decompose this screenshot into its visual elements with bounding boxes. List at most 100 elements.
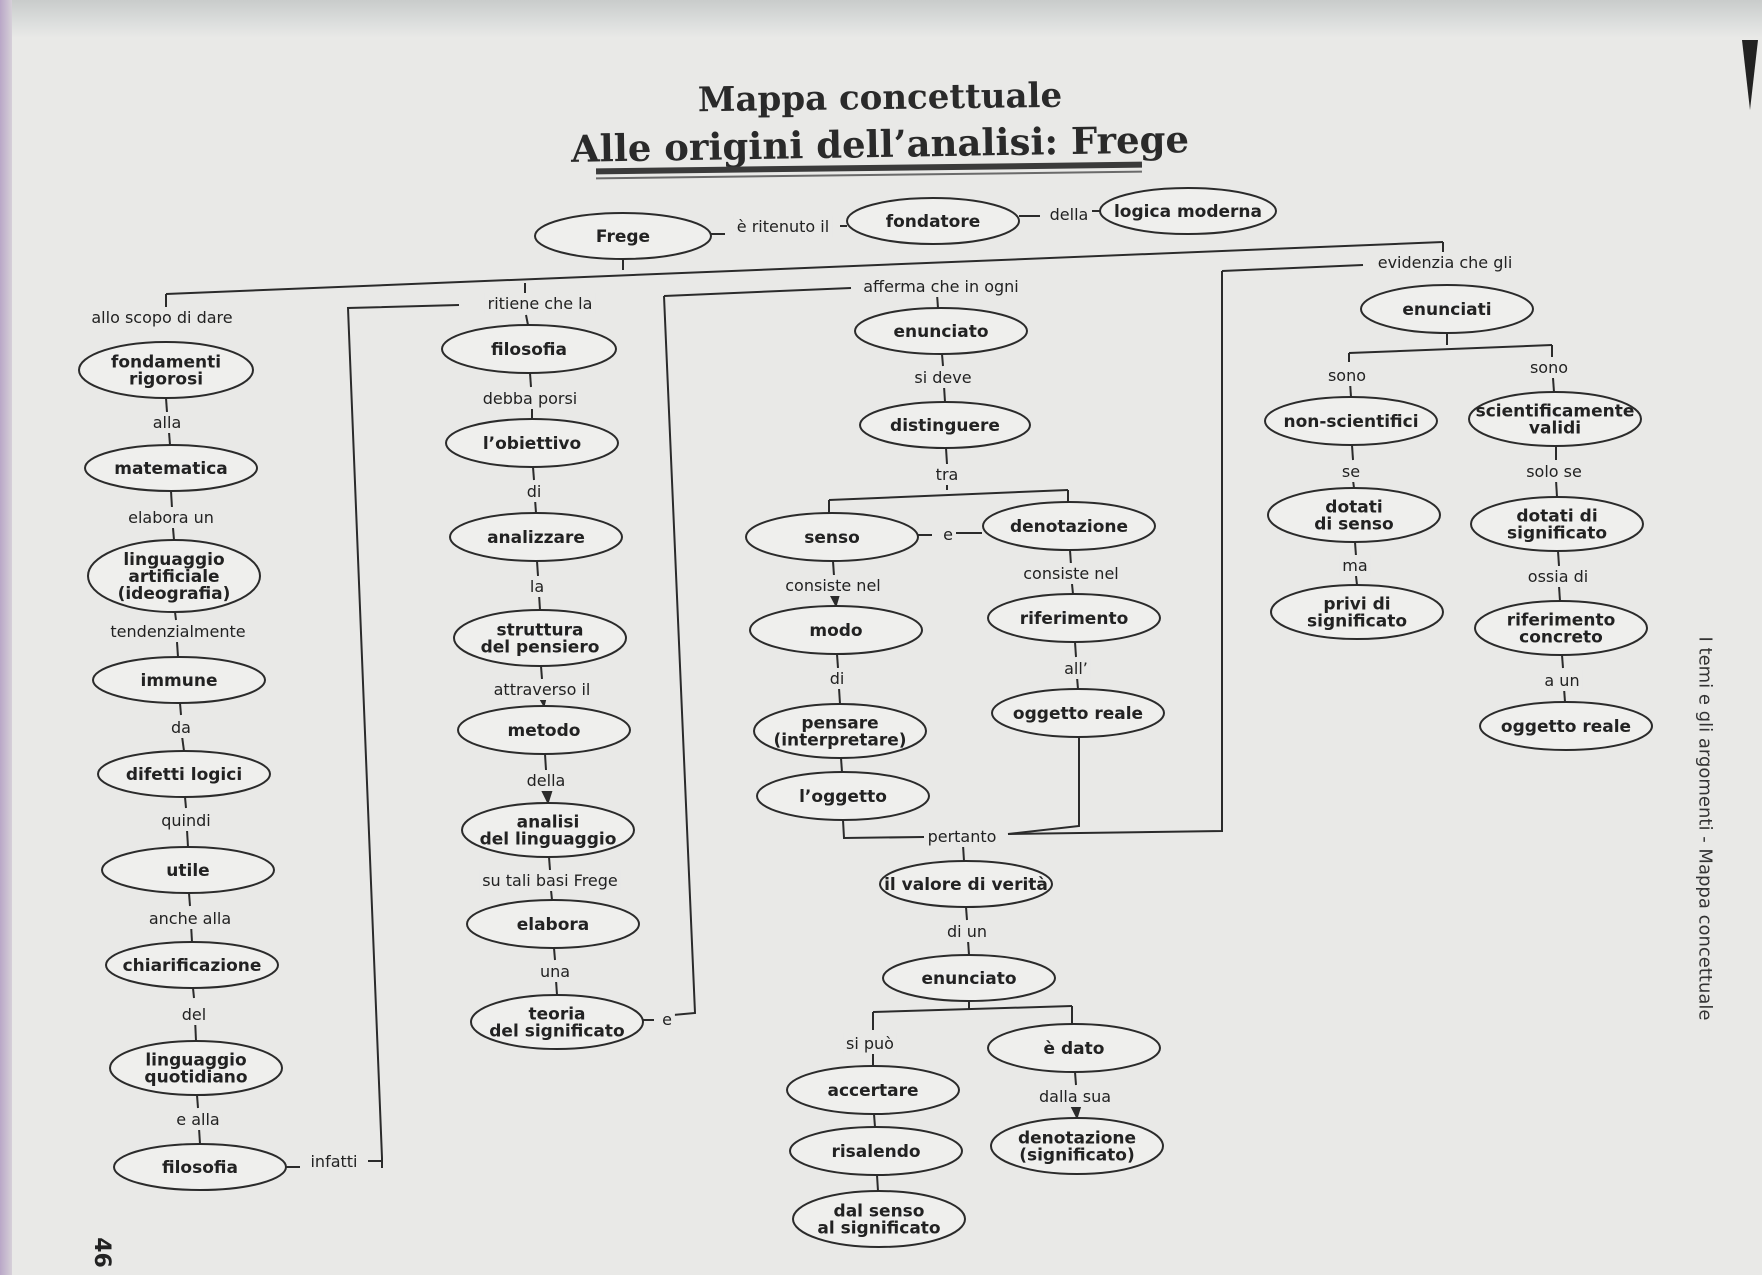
connector-line: [165, 241, 1444, 295]
connector-line: [346, 304, 460, 1159]
node-label: significato: [1307, 612, 1407, 632]
node-oval: [854, 307, 1028, 355]
connector-line: [168, 431, 171, 446]
node-oval: [1360, 284, 1534, 334]
node-oval: [109, 1040, 283, 1096]
connector-line: [1351, 444, 1354, 461]
connector-line: [842, 819, 925, 840]
label-background: [125, 507, 217, 528]
node-label: artificiale: [128, 567, 219, 587]
link-label-allo-scopo: allo scopo di dare: [91, 308, 232, 327]
link-label-ossia-di: ossia di: [1528, 567, 1588, 586]
connector-line: [1007, 737, 1080, 835]
node-oval: [445, 418, 619, 468]
connector-line: [198, 1127, 201, 1145]
node-label: distinguere: [890, 416, 1000, 436]
node-oval: [449, 512, 623, 562]
node-label: oggetto reale: [1501, 717, 1631, 737]
node-label: scientificamente: [1476, 402, 1635, 422]
node-oval: [756, 771, 930, 821]
connector-line: [663, 287, 852, 297]
connector-line: [179, 702, 182, 716]
node-oval: [987, 1023, 1161, 1073]
node-oval: [466, 899, 640, 949]
node-label: rigorosi: [129, 370, 203, 390]
connector-line: [553, 947, 556, 961]
node-label: filosofia: [162, 1158, 238, 1178]
link-label-della-mid: della: [527, 771, 566, 790]
connector-line: [832, 560, 835, 577]
connector-line: [192, 987, 195, 999]
node-label: chiarificazione: [123, 956, 262, 976]
node-oval: [457, 705, 631, 755]
label-background: [1541, 670, 1583, 691]
connector-line: [1354, 541, 1357, 557]
concept-node-non-scientifici: non-scientifici: [1264, 396, 1438, 446]
node-oval: [470, 994, 644, 1050]
label-background: [484, 293, 596, 314]
label-background: [782, 575, 884, 596]
connector-line: [1007, 271, 1223, 835]
link-label-e-link: e: [662, 1010, 672, 1029]
node-label: fondamenti: [111, 353, 221, 373]
link-label-e-senso: e: [943, 525, 953, 544]
concept-node-matematica: matematica: [84, 444, 258, 492]
connector-line: [943, 385, 946, 403]
connector-line: [174, 611, 177, 621]
link-label-elabora-un: elabora un: [128, 508, 214, 527]
node-oval: [441, 324, 617, 374]
node-label: al significato: [817, 1219, 940, 1239]
node-label: Frege: [596, 227, 650, 247]
label-background: [107, 621, 249, 642]
label-background: [1526, 357, 1572, 378]
node-oval: [1264, 396, 1438, 446]
label-background: [536, 961, 574, 982]
node-label: risalendo: [831, 1142, 920, 1162]
concept-node-utile: utile: [101, 846, 275, 894]
connector-line: [540, 665, 543, 680]
connector-line: [967, 939, 970, 956]
connector-line: [529, 372, 532, 388]
node-oval: [859, 401, 1031, 449]
connector-line: [550, 889, 553, 901]
label-background: [1324, 365, 1370, 386]
label-background: [924, 826, 1000, 847]
node-label: utile: [166, 861, 209, 881]
connector-line: [170, 490, 173, 509]
node-label: dal senso: [834, 1202, 925, 1222]
node-oval: [786, 1065, 960, 1115]
link-label-solo-se: solo se: [1526, 462, 1582, 481]
concept-node-difetti-logici: difetti logici: [97, 750, 271, 798]
connector-line: [840, 757, 843, 773]
concept-node-distinguere: distinguere: [859, 401, 1031, 449]
link-label-infatti: infatti: [310, 1152, 357, 1171]
node-oval: [879, 860, 1053, 908]
link-label-tra: tra: [936, 465, 959, 484]
link-label-quindi: quindi: [161, 811, 210, 830]
connector-line: [368, 1158, 383, 1168]
node-oval: [97, 750, 271, 798]
connector-line: [945, 447, 948, 465]
node-oval: [87, 539, 261, 613]
concept-node-accertare: accertare: [786, 1065, 960, 1115]
node-label: difetti logici: [126, 765, 242, 785]
label-background: [1046, 204, 1092, 225]
node-oval: [990, 1117, 1164, 1175]
concept-node-obiettivo: l’obiettivo: [445, 418, 619, 468]
node-oval: [1474, 600, 1648, 656]
concept-node-immune: immune: [92, 656, 266, 704]
connector-line: [539, 786, 554, 805]
connector-line: [1074, 1071, 1077, 1086]
node-label: denotazione: [1018, 1129, 1136, 1149]
connector-line: [941, 353, 944, 367]
node-oval: [991, 688, 1165, 738]
node-label: denotazione: [1010, 517, 1128, 537]
